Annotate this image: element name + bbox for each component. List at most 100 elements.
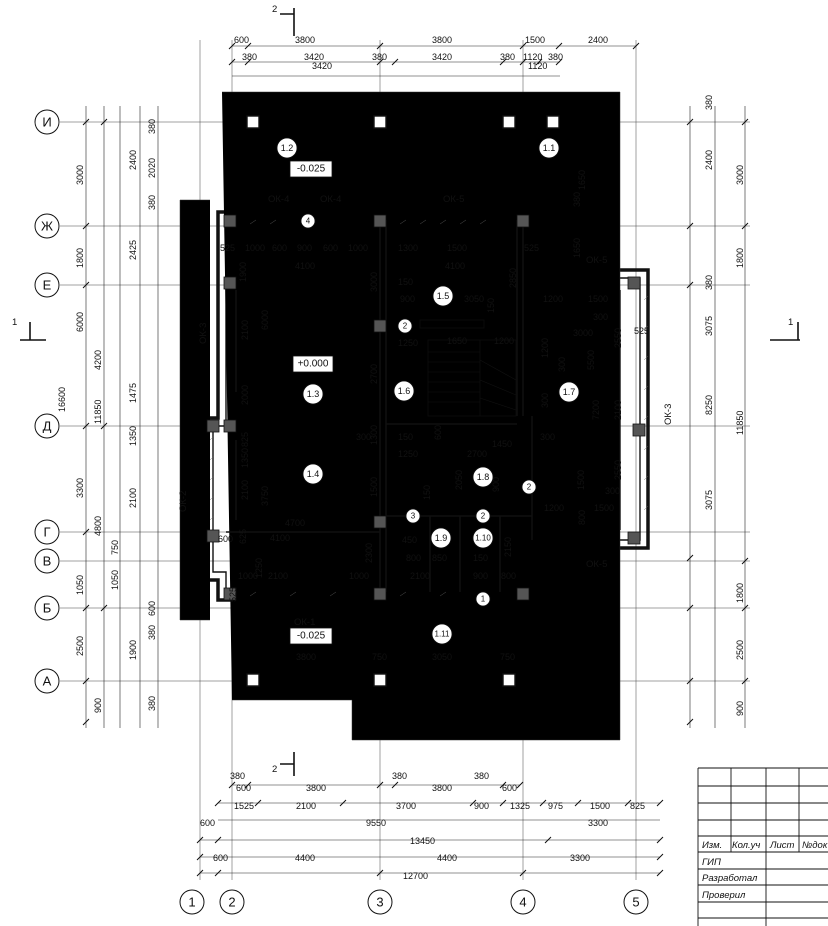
dimension-label: 3800 [296,652,316,662]
dimension-label: 1800 [735,583,745,603]
dimension-label: 2400 [128,150,138,170]
dimension-label: 525 [634,326,649,336]
dimension-label: 1450 [492,439,512,449]
dimension-label: 3075 [704,316,714,336]
dimension-label: 16600 [57,387,67,412]
dimension-label: 1500 [576,470,586,490]
dimension-label: 800 [577,510,587,525]
dimension-label: 625 [238,529,248,544]
axis-label-e: Е [43,278,52,293]
dimension-label: 1475 [128,383,138,403]
dimension-label: 4700 [285,518,305,528]
dimension-label: 2150 [503,537,513,557]
dimension-label: 380 [474,771,489,781]
dimension-label: 12700 [403,871,428,881]
section-mark-1-left: 1 [12,317,17,328]
dimension-label: 11850 [735,411,745,435]
dimension-label: 900 [93,698,103,713]
small-markers: 1 2 2 2 3 4 [300,213,537,607]
axis-3: 3 [367,889,393,915]
room-1-2: 1.2 [281,143,294,153]
dimension-label: 3050 [464,294,484,304]
dimension-label: 525 [524,243,539,253]
dimension-label: 150 [398,432,413,442]
room-1-6: 1.6 [398,386,411,396]
dimension-label: 900 [297,243,312,253]
dimension-label: 300 [593,312,608,322]
dimension-label: 2100 [613,400,623,420]
dimension-label: 1325 [510,801,530,811]
dimension-label: 1500 [525,35,545,45]
dimension-label: 525 [228,587,238,602]
dimension-label: 8250 [704,395,714,415]
dimension-label: 3000 [369,272,379,292]
dimension-label: 3420 [304,52,324,62]
dims-interior: 525 1000 600 900 600 1000 1300 1500 525 … [218,61,649,662]
dimension-label: 3000 [735,165,745,185]
dimension-label: 1900 [128,640,138,660]
dimension-label: 2100 [128,488,138,508]
marker-1: 1 [481,595,486,604]
dimension-label: 4100 [270,533,290,543]
section-mark-2-top: 2 [272,4,277,15]
tb-header-izm: Изм. [702,840,722,851]
dimension-label: 380 [704,275,714,290]
dimension-label: 3300 [75,478,85,498]
dimension-label: 850 [432,553,447,563]
room-1-4: 1.4 [307,469,320,479]
axis-label-4: 4 [519,895,526,910]
dimension-label: 1300 [369,425,379,445]
dimension-label: 150 [473,553,488,563]
dimension-label: 1500 [588,294,608,304]
axis-label-i: И [42,115,51,130]
dimension-label: 2400 [588,35,608,45]
level-top: -0.025 [297,164,326,175]
dimension-label: 6000 [260,310,270,330]
dimension-label: 600 [502,783,517,793]
dimension-label: 2850 [508,268,518,288]
dimension-label: 1000 [245,243,265,253]
dimension-label: 525 [220,243,235,253]
dimension-label: 4100 [295,261,315,271]
opening-ok-1: ОК-1 [294,617,315,628]
dimension-label: 150 [486,298,496,313]
opening-ok-4a: ОК-4 [268,194,289,205]
dimension-label: 380 [548,52,563,62]
dimension-label: 2500 [735,640,745,660]
dimension-label: 300 [356,432,371,442]
axis-1: 1 [179,889,205,915]
dimension-label: 380 [572,192,582,207]
dimension-label: 300 [557,357,567,372]
dimension-label: 1050 [75,575,85,595]
dimension-label: 2400 [704,150,714,170]
dimension-label: 2000 [240,385,250,405]
dimension-label: 300 [540,393,550,408]
opening-ok-5c: ОК-5 [586,559,607,570]
dimension-label: 300 [540,432,555,442]
dimension-label: 1500 [369,477,379,497]
opening-ok-3-left: ОК-3 [198,323,209,344]
dimension-label: 1120 [528,61,547,71]
dimension-label: 4400 [437,853,457,863]
dimension-label: 1350 [128,426,138,446]
opening-ok-4b: ОК-4 [320,194,341,205]
dimension-label: 3750 [260,486,270,506]
dimension-label: 1800 [75,248,85,268]
dimension-label: 1650 [572,238,582,258]
room-1-9: 1.9 [435,533,448,543]
dimension-label: 380 [392,771,407,781]
dimension-label: 380 [147,696,157,711]
dimension-label: 1000 [349,571,369,581]
dimension-label: 1500 [447,243,467,253]
dimension-label: 600 [147,601,157,616]
dimension-label: 2050 [454,470,464,490]
dimension-label: 450 [402,535,417,545]
dims-bottom: 380 3800 380 3800 380 600 600 1525 2100 … [200,771,645,881]
dimension-label: 1300 [398,243,418,253]
dimension-label: 2300 [364,543,374,563]
marker-4: 4 [306,217,311,226]
opening-labels: ОК-1 ОК-2 ОК-3 ОК-3 ОК-4 ОК-4 ОК-5 ОК-5 … [178,194,674,628]
dimension-label: 2425 [128,240,138,260]
dimension-label: 3300 [588,818,608,828]
axis-label-a: А [43,674,52,689]
